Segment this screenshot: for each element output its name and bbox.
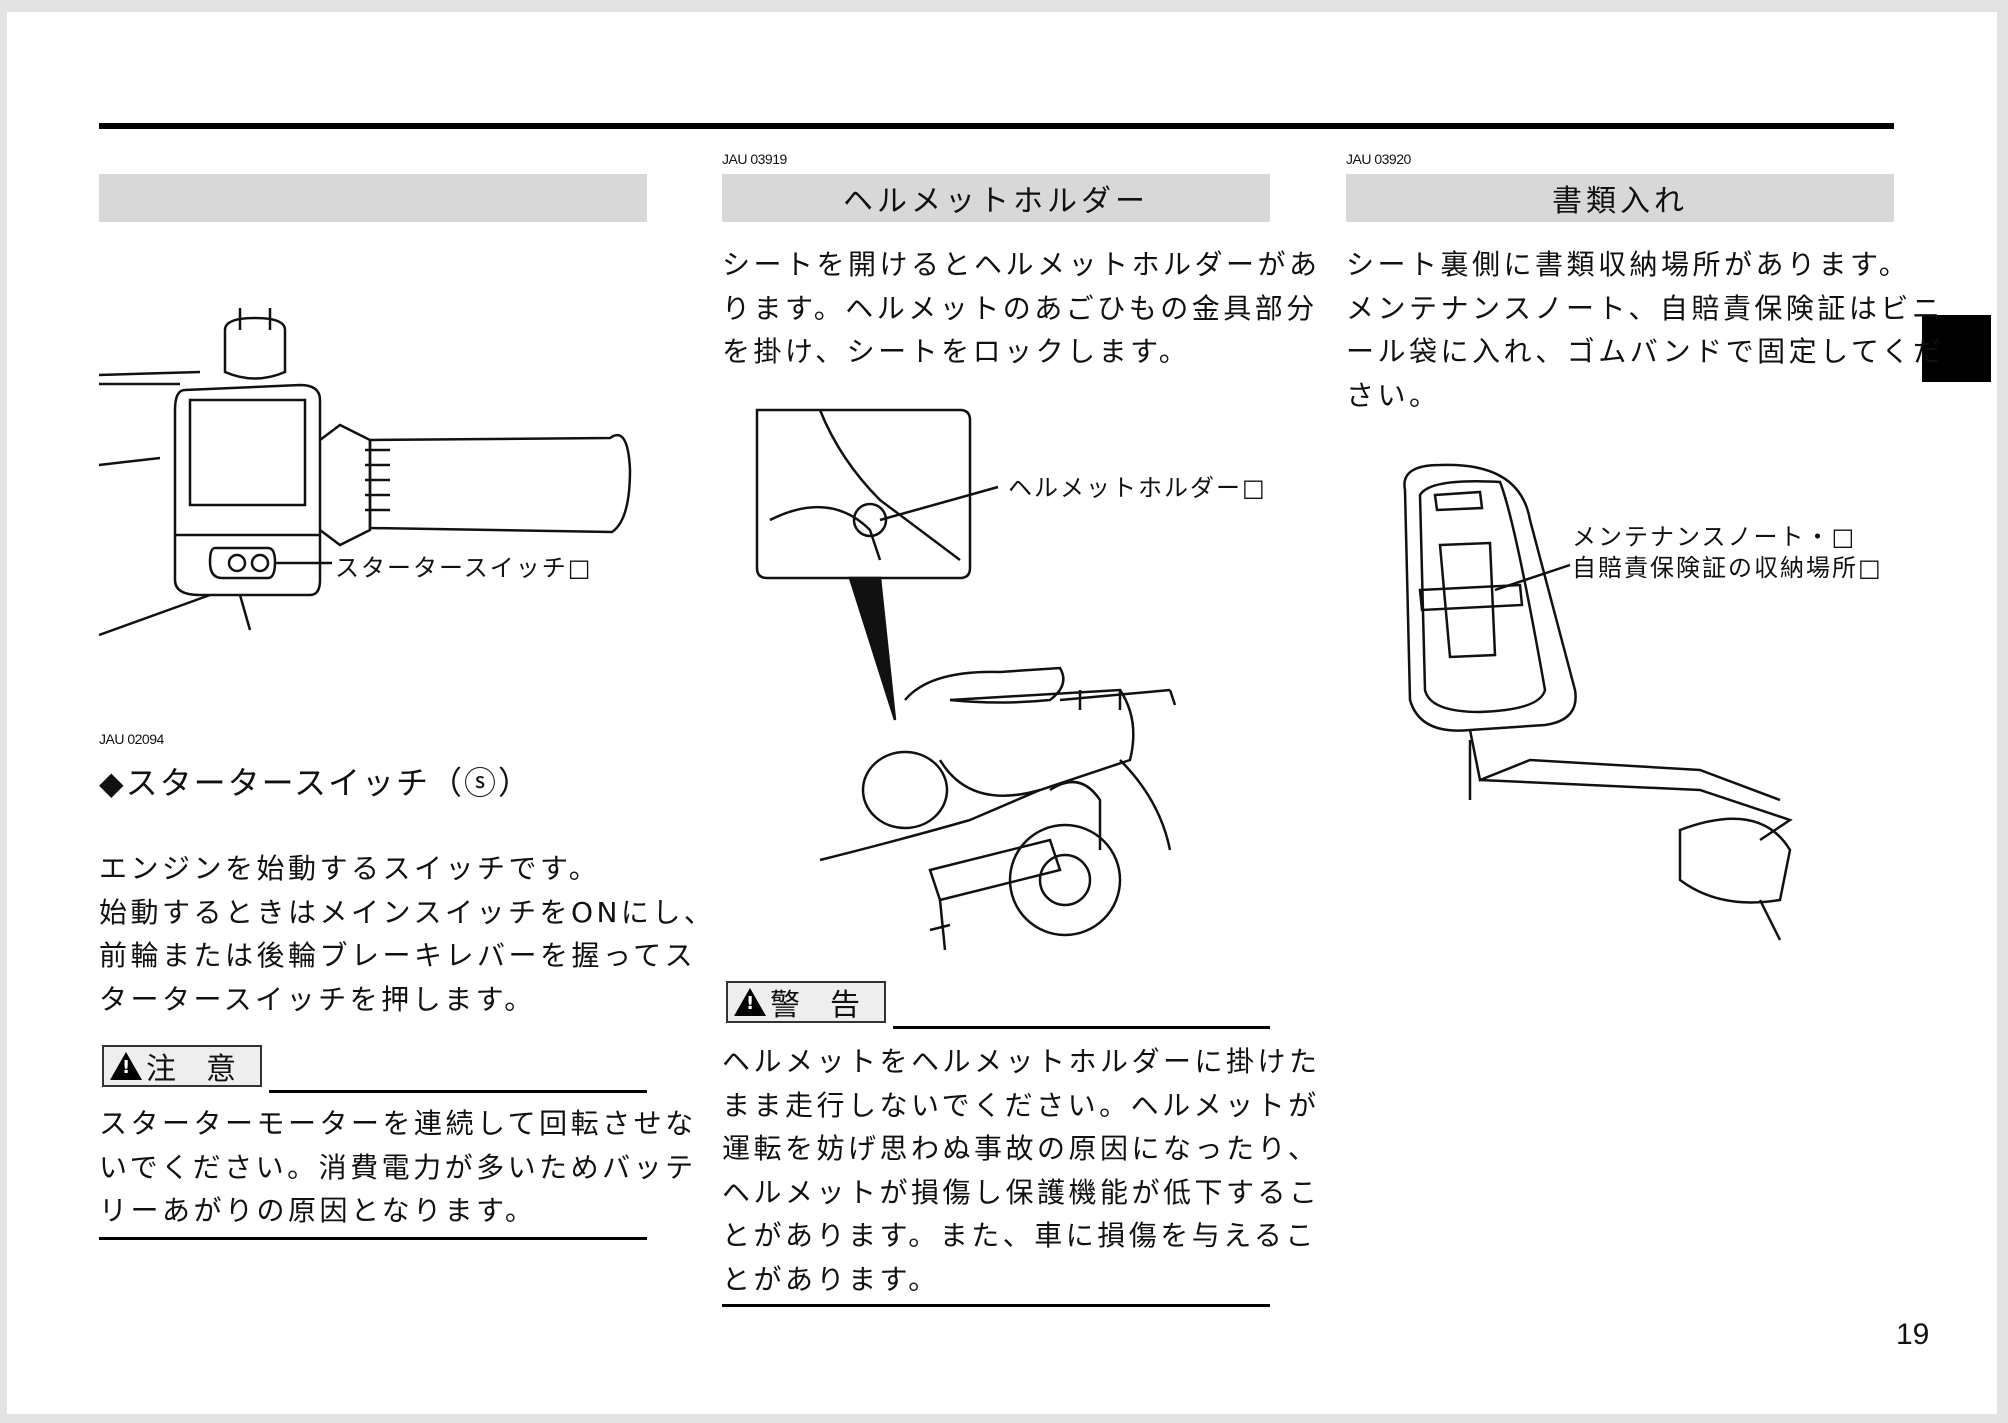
body-line: 始動するときはメインスイッチをONにし、 — [99, 895, 716, 929]
warning-rule — [893, 1026, 1270, 1029]
body-line: 前輪または後輪ブレーキレバーを握ってス — [99, 939, 697, 973]
page-number: 19 — [1896, 1318, 1930, 1351]
warning-bottom-rule — [722, 1304, 1270, 1307]
body-line: メンテナンスノート、自賠責保険証はビニ — [1346, 291, 1944, 325]
document-storage-callout: メンテナンスノート・□ 自賠責保険証の収納場所□ — [1572, 522, 1883, 584]
section-code: JAU 02094 — [99, 731, 164, 747]
document-storage-title: 書類入れ — [1346, 174, 1894, 222]
handlebar-switch-illustration — [98, 308, 632, 637]
top-rule — [99, 123, 1894, 129]
caution-label: 注 意 — [102, 1045, 262, 1087]
warning-line: まま走行しないでください。ヘルメットが — [722, 1088, 1320, 1122]
body-line: タータースイッチを押します。 — [99, 982, 536, 1016]
helmet-holder-illustration — [755, 408, 1177, 951]
helmet-holder-title: ヘルメットホルダー — [722, 174, 1270, 222]
document-storage-illustration — [1403, 463, 1793, 941]
caution-bottom-rule — [99, 1237, 647, 1240]
starter-switch-callout: スタータースイッチ□ — [335, 548, 593, 583]
caution-line: リーあがりの原因となります。 — [99, 1194, 537, 1228]
caution-rule — [269, 1090, 647, 1093]
warning-line: ヘルメットをヘルメットホルダーに掛けた — [722, 1045, 1321, 1078]
warning-line: 運転を妨げ思わぬ事故の原因になったり、 — [722, 1132, 1320, 1166]
warning-label: 警 告 — [726, 981, 886, 1023]
body-line: ります。ヘルメットのあごひもの金具部分 — [722, 291, 1318, 325]
warning-text: 警 告 — [770, 988, 860, 1023]
warning-line: とがあります。また、車に損傷を与えるこ — [722, 1219, 1317, 1253]
document-storage-body: シート裏側に書類収納場所があります。 メンテナンスノート、自賠責保険証はビニ ー… — [1346, 243, 1945, 417]
starter-switch-heading: ◆スタータースイッチ（ⓢ） — [99, 764, 533, 802]
caution-line: スターターモーターを連続して回転させな — [99, 1107, 697, 1140]
section-title: ヘルメットホルダー — [843, 184, 1149, 219]
body-line: さい。 — [1346, 378, 1441, 412]
warning-line: ヘルメットが損傷し保護機能が低下するこ — [722, 1175, 1321, 1209]
section-code: JAU 03919 — [722, 151, 787, 167]
caution-text: 注 意 — [146, 1052, 236, 1087]
callout-line: 自賠責保険証の収納場所□ — [1572, 554, 1883, 582]
callout-line: メンテナンスノート・□ — [1572, 523, 1857, 551]
section-header-bar-blank — [99, 174, 647, 222]
warning-triangle-icon — [110, 1052, 142, 1080]
section-title: 書類入れ — [1552, 184, 1688, 219]
body-line: エンジンを始動するスイッチです。 — [99, 852, 601, 885]
body-line: ール袋に入れ、ゴムバンドで固定してくだ — [1346, 335, 1945, 369]
warning-triangle-icon — [734, 988, 766, 1016]
chapter-tab-marker — [1922, 315, 1991, 382]
manual-page — [7, 12, 1997, 1414]
caution-body: スターターモーターを連続して回転させな いでください。消費電力が多いためバッテ … — [99, 1102, 697, 1233]
warning-line: とがあります。 — [722, 1262, 940, 1296]
body-line: シートを開けるとヘルメットホルダーがあ — [722, 248, 1321, 281]
warning-body: ヘルメットをヘルメットホルダーに掛けた まま走行しないでください。ヘルメットが … — [722, 1040, 1321, 1302]
caution-line: いでください。消費電力が多いためバッテ — [99, 1150, 697, 1184]
helmet-holder-callout: ヘルメットホルダー□ — [1008, 468, 1267, 503]
body-line: を掛け、シートをロックします。 — [722, 335, 1191, 369]
section-code: JAU 03920 — [1346, 151, 1411, 167]
body-line: シート裏側に書類収納場所があります。 — [1346, 248, 1911, 281]
helmet-holder-body: シートを開けるとヘルメットホルダーがあ ります。ヘルメットのあごひもの金具部分 … — [722, 243, 1321, 374]
starter-switch-body: エンジンを始動するスイッチです。 始動するときはメインスイッチをONにし、 前輪… — [99, 847, 715, 1021]
